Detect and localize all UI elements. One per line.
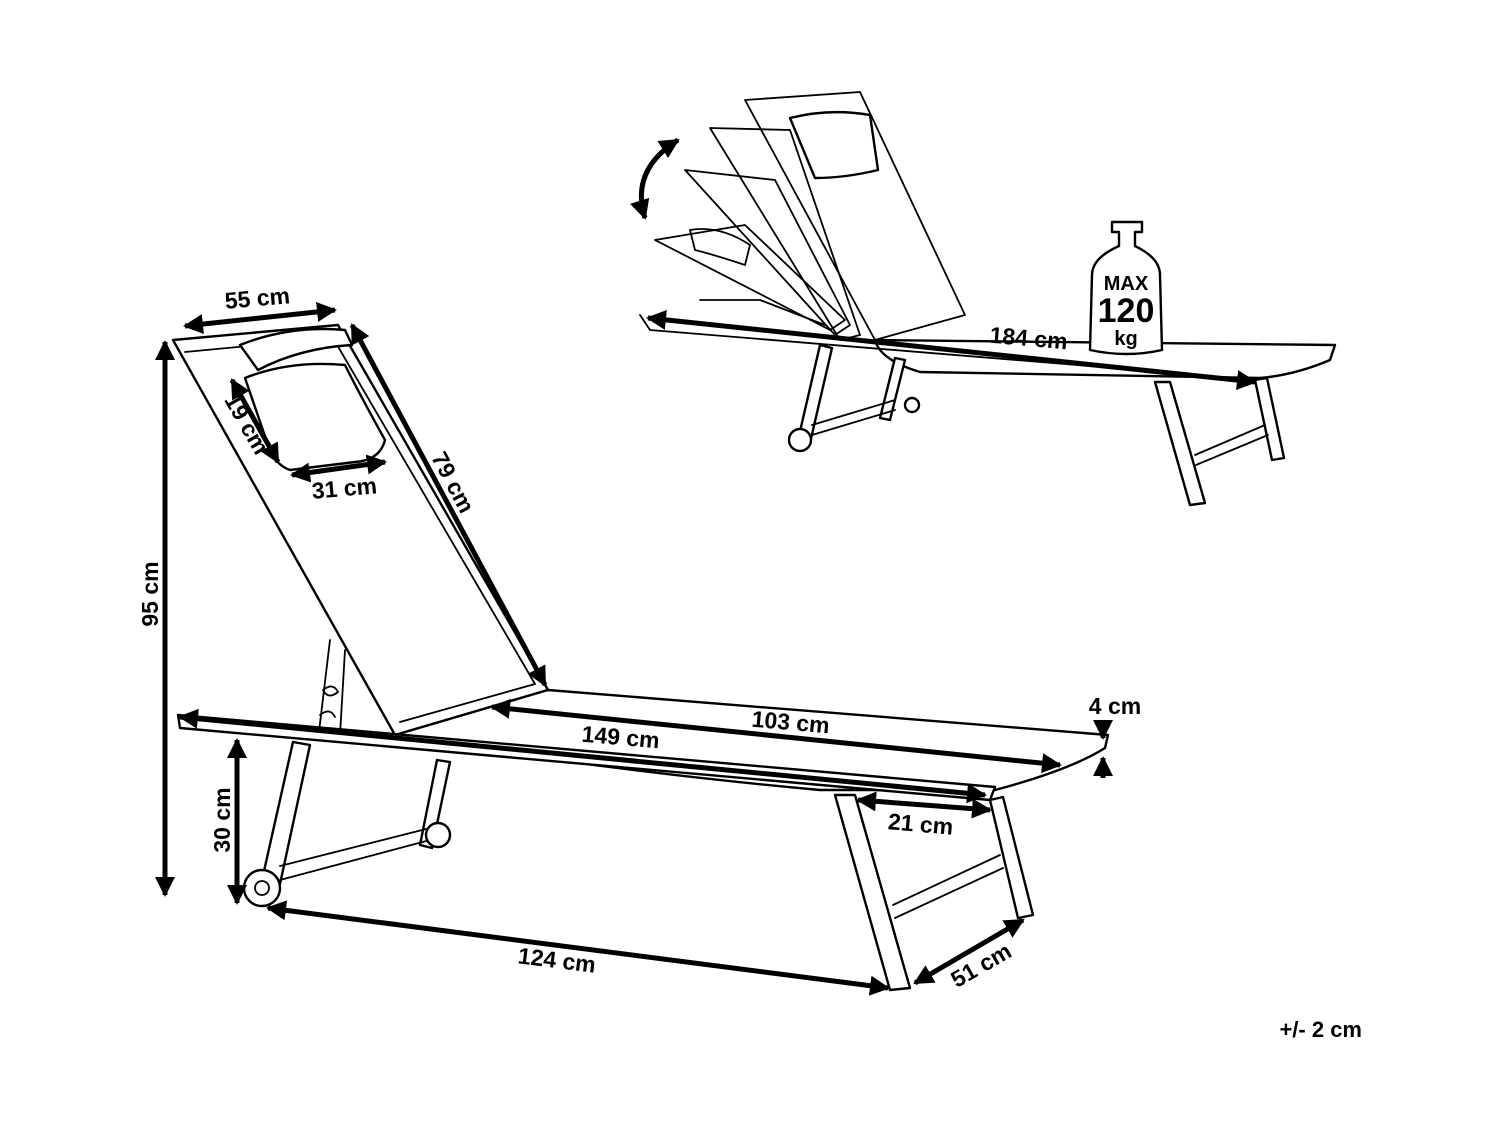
front-crossbar [892,854,1004,919]
dim-line-149 [178,708,987,804]
label-leg-offset: 21 cm [887,808,954,840]
weight-max-label: MAX [1104,273,1149,295]
front-leg-back-small [1253,376,1286,462]
label-pillow-width: 31 cm [311,472,378,504]
label-frame-thickness: 4 cm [1089,693,1141,719]
wheel [242,868,282,908]
tolerance-note: +/- 2 cm [1279,1017,1362,1042]
rear-crossbar [279,827,431,881]
pillow-position-1 [788,110,880,180]
headrest-top [238,327,354,372]
wheel-small [787,427,813,453]
dim-line-21 [856,791,992,819]
dimension-lines [155,301,1257,996]
front-crossbar-small [1194,424,1269,466]
backrest-support [317,639,346,741]
recline-arrow [630,137,680,220]
weight-limit-icon: MAX 120 kg [1088,220,1164,356]
wheel-back [424,821,452,849]
wheel-hub [254,880,270,896]
rear-leg [260,740,312,886]
wheel-back-small [903,396,921,414]
main-lounger-drawing [171,323,1110,992]
backrest-position-3 [684,169,851,336]
label-headrest-width: 55 cm [224,282,291,314]
label-total-height: 95 cm [137,561,163,626]
front-leg-back [988,795,1035,920]
rear-crossbar-small [811,399,896,436]
dim-line-79 [349,323,548,687]
label-seat-height: 30 cm [209,787,235,852]
dim-line-19 [229,378,281,464]
dim-line-124 [266,900,890,996]
reclined-lounger-drawing [630,91,1337,507]
weight-value: 120 [1098,292,1155,330]
pillow-position-4 [689,228,751,266]
dim-line-55 [183,301,337,335]
weight-unit: kg [1114,328,1137,350]
dim-line-184 [646,309,1257,391]
dim-line-51 [913,917,1025,986]
front-leg-small [1153,380,1207,507]
